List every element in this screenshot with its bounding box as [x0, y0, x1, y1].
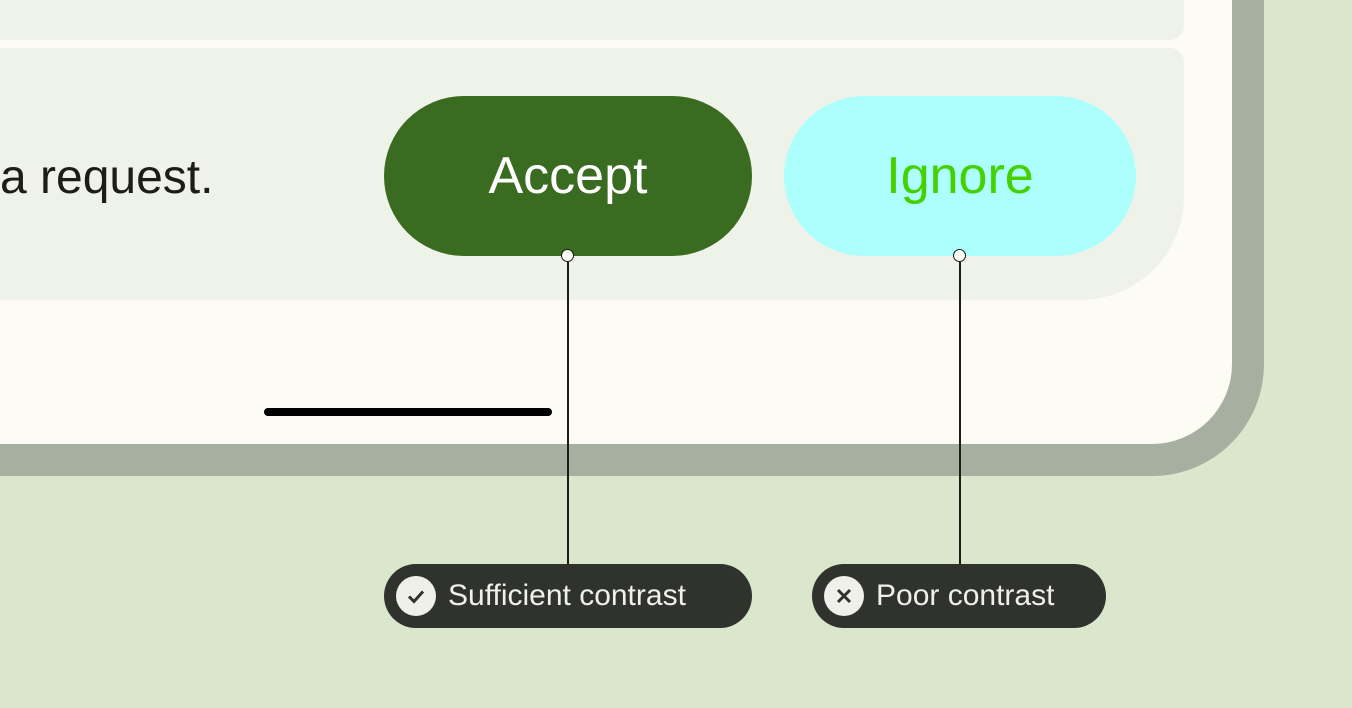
x-circle-icon — [824, 576, 864, 616]
request-message: a request. — [0, 151, 214, 204]
ignore-button[interactable]: Ignore — [784, 96, 1136, 256]
poor-contrast-label: Poor contrast — [876, 579, 1055, 612]
annotation-dot-accept — [561, 249, 574, 262]
accept-button[interactable]: Accept — [384, 96, 752, 256]
sufficient-contrast-label: Sufficient contrast — [448, 579, 686, 612]
poor-contrast-tag: Poor contrast — [812, 564, 1106, 628]
annotation-dot-ignore — [953, 249, 966, 262]
sufficient-contrast-tag: Sufficient contrast — [384, 564, 752, 628]
annotation-line-ignore — [959, 262, 961, 564]
check-circle-icon — [396, 576, 436, 616]
navigation-handle[interactable] — [264, 408, 552, 416]
annotation-line-accept — [567, 262, 569, 564]
previous-card — [0, 0, 1184, 40]
